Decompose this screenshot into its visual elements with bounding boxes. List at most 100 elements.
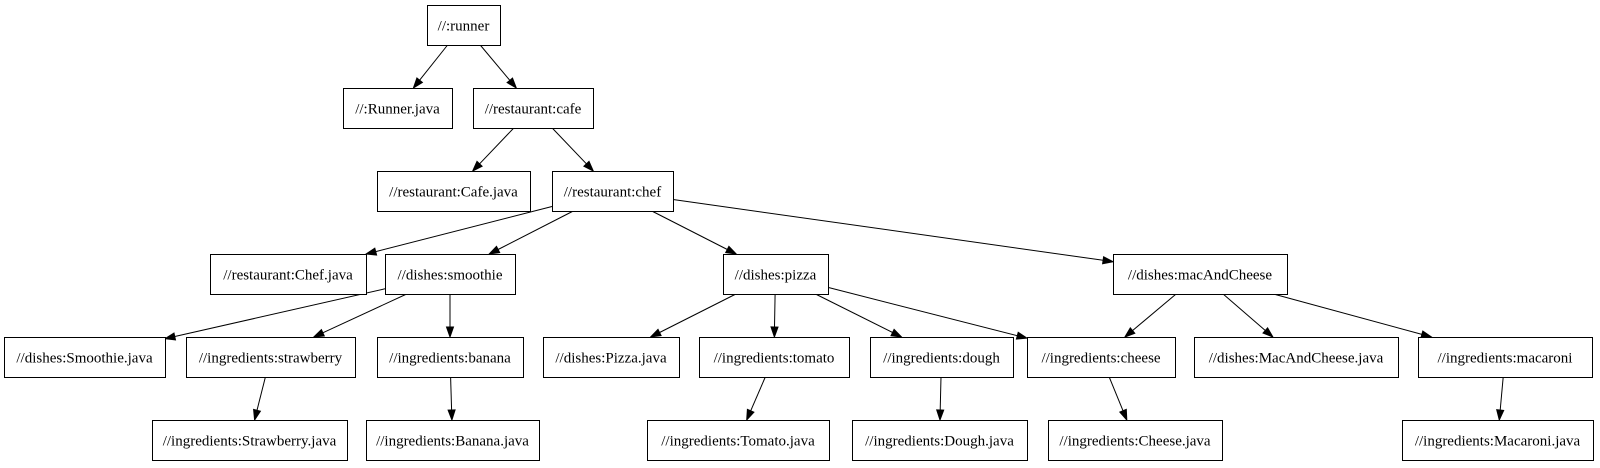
graph-node-macaroni: //ingredients:macaroni bbox=[1418, 337, 1593, 378]
graph-node-banana-java: //ingredients:Banana.java bbox=[366, 420, 540, 461]
node-label: //dishes:Pizza.java bbox=[555, 350, 667, 366]
edge-tomato-to-tomato-java bbox=[746, 376, 766, 422]
edge-cafe-to-cafe-java bbox=[471, 127, 515, 173]
graph-node-cafe-java: //restaurant:Cafe.java bbox=[377, 171, 531, 212]
arrowhead-icon bbox=[583, 160, 595, 173]
node-label: //ingredients:dough bbox=[883, 350, 1000, 366]
arrowhead-icon bbox=[1262, 326, 1275, 338]
edge-chef-to-pizza bbox=[651, 210, 738, 255]
graph-node-smoothie-java: //dishes:Smoothie.java bbox=[4, 337, 166, 378]
graph-node-pizza: //dishes:pizza bbox=[723, 254, 829, 295]
graph-node-banana: //ingredients:banana bbox=[377, 337, 524, 378]
arrowhead-icon bbox=[1123, 327, 1136, 338]
edge-line bbox=[659, 293, 737, 333]
node-box bbox=[427, 5, 501, 46]
edge-line bbox=[479, 44, 511, 81]
node-label: //ingredients:banana bbox=[389, 350, 511, 366]
edge-line bbox=[1108, 376, 1124, 411]
arrowhead-icon bbox=[1496, 409, 1505, 422]
node-label: //restaurant:chef bbox=[564, 184, 661, 200]
edge-line bbox=[450, 376, 453, 411]
edge-line bbox=[375, 206, 553, 253]
edge-line bbox=[827, 286, 1018, 337]
node-label: //:Runner.java bbox=[355, 101, 440, 117]
edge-smoothie-to-banana bbox=[445, 294, 455, 339]
edge-runner-to-cafe bbox=[479, 44, 518, 90]
edge-smoothie-to-strawberry bbox=[312, 293, 407, 338]
node-box bbox=[343, 88, 453, 129]
arrowhead-icon bbox=[447, 409, 456, 422]
graph-node-chef-java: //restaurant:Chef.java bbox=[210, 254, 367, 295]
edge-pizza-to-cheese bbox=[827, 286, 1029, 340]
node-box bbox=[377, 171, 531, 212]
graph-node-dough: //ingredients:dough bbox=[870, 337, 1014, 378]
edge-line bbox=[1499, 376, 1504, 411]
node-box bbox=[723, 254, 829, 295]
edge-cafe-to-chef bbox=[551, 127, 595, 173]
node-box bbox=[152, 420, 348, 461]
node-box bbox=[852, 420, 1028, 461]
edge-chef-to-mac-and-cheese bbox=[672, 199, 1115, 265]
node-box bbox=[647, 420, 830, 461]
edge-line bbox=[651, 210, 728, 250]
node-label: //dishes:smoothie bbox=[398, 267, 503, 283]
graph-node-dough-java: //ingredients:Dough.java bbox=[852, 420, 1028, 461]
edge-line bbox=[551, 127, 587, 165]
edge-line bbox=[1222, 293, 1266, 331]
graph-node-runner: //:runner bbox=[427, 5, 501, 46]
node-label: //ingredients:Tomato.java bbox=[661, 433, 815, 449]
node-label: //dishes:pizza bbox=[735, 267, 817, 283]
node-box bbox=[699, 337, 850, 378]
graph-node-pizza-java: //dishes:Pizza.java bbox=[543, 337, 680, 378]
edge-smoothie-to-smoothie-java bbox=[163, 288, 386, 341]
edge-line bbox=[419, 44, 448, 81]
edge-line bbox=[672, 199, 1104, 261]
arrowhead-icon bbox=[412, 77, 424, 90]
arrowhead-icon bbox=[936, 409, 945, 422]
node-label: //ingredients:cheese bbox=[1041, 350, 1160, 366]
edge-line bbox=[497, 210, 574, 250]
arrowhead-icon bbox=[1102, 256, 1115, 265]
edge-line bbox=[815, 293, 893, 333]
edge-mac-and-cheese-to-macaroni bbox=[1273, 293, 1433, 339]
edge-banana-to-banana-java bbox=[447, 376, 456, 422]
edge-dough-to-dough-java bbox=[936, 376, 945, 422]
node-box bbox=[4, 337, 166, 378]
graph-node-runner-java: //:Runner.java bbox=[343, 88, 453, 129]
edge-line bbox=[1273, 293, 1423, 335]
graph-node-smoothie: //dishes:smoothie bbox=[385, 254, 516, 295]
arrowhead-icon bbox=[487, 245, 501, 255]
node-box bbox=[1194, 337, 1399, 378]
arrowhead-icon bbox=[1118, 408, 1128, 422]
node-box bbox=[210, 254, 367, 295]
edge-chef-to-smoothie bbox=[487, 210, 574, 255]
edge-macaroni-to-macaroni-java bbox=[1496, 376, 1505, 422]
arrowhead-icon bbox=[890, 328, 903, 338]
node-label: //ingredients:tomato bbox=[714, 350, 835, 366]
arrowhead-icon bbox=[506, 77, 518, 90]
edge-line bbox=[174, 288, 386, 337]
node-box bbox=[1048, 420, 1223, 461]
edge-pizza-to-pizza-java bbox=[649, 293, 737, 338]
node-label: //ingredients:strawberry bbox=[199, 350, 343, 366]
graph-node-strawberry: //ingredients:strawberry bbox=[186, 337, 356, 378]
edge-chef-to-chef-java bbox=[364, 206, 553, 256]
node-label: //:runner bbox=[438, 18, 490, 34]
node-box bbox=[186, 337, 356, 378]
node-box bbox=[1402, 420, 1594, 461]
node-label: //ingredients:macaroni bbox=[1438, 350, 1573, 366]
edge-cheese-to-cheese-java bbox=[1108, 376, 1128, 422]
node-label: //ingredients:Cheese.java bbox=[1059, 433, 1211, 449]
graph-node-tomato: //ingredients:tomato bbox=[699, 337, 850, 378]
arrowhead-icon bbox=[1420, 330, 1433, 339]
edge-pizza-to-tomato bbox=[770, 293, 779, 339]
edge-line bbox=[322, 293, 407, 334]
node-box bbox=[552, 171, 674, 212]
graph-node-cafe: //restaurant:cafe bbox=[473, 88, 594, 129]
node-box bbox=[1418, 337, 1593, 378]
edge-mac-and-cheese-to-mac-java bbox=[1222, 293, 1275, 338]
edge-pizza-to-dough bbox=[815, 293, 903, 338]
node-label: //dishes:MacAndCheese.java bbox=[1209, 350, 1384, 366]
node-box bbox=[870, 337, 1014, 378]
